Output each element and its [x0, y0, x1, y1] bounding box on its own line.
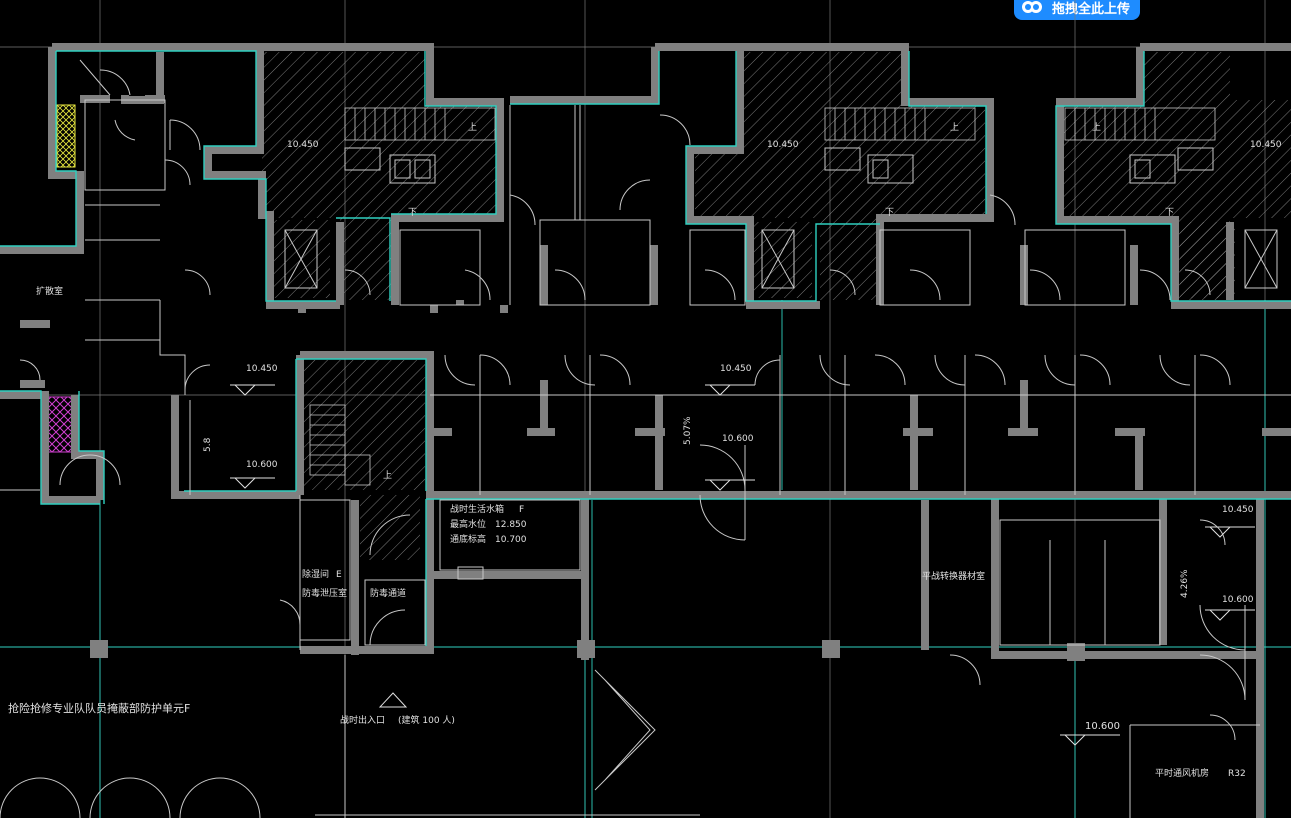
yellow-hatch-block: [56, 104, 76, 168]
room-label-dry: 除湿间: [302, 568, 329, 580]
entrance-label: 战时出入口: [340, 714, 385, 726]
cloud-upload-icon: [1020, 0, 1046, 16]
stair-up-label: 上: [468, 122, 477, 133]
room-label-r32: R32: [1228, 769, 1246, 779]
room-label-expand: 扩散室: [36, 285, 63, 297]
water-max-value: 12.850: [495, 520, 527, 530]
door-swings: [0, 59, 1246, 818]
stairs: [309, 107, 1216, 486]
room-label-pump: 平战转换器材室: [922, 570, 985, 582]
room-label-drain: 防毒泄压室: [302, 587, 347, 599]
slope-label: 5.07%: [683, 416, 693, 445]
stair-up-label: 上: [1092, 122, 1101, 133]
water-max-label: 最高水位: [450, 518, 486, 530]
stair-up-label: 上: [383, 470, 392, 481]
elevation-label: 10.600: [1085, 721, 1120, 732]
water-min-value: 10.700: [495, 535, 527, 545]
water-min-label: 通底标高: [450, 533, 486, 545]
elevation-markers: [230, 384, 1255, 746]
stair-down-label: 下: [408, 208, 417, 218]
protection-unit-label: 抢险抢修专业队队员掩蔽部防护单元F: [8, 701, 190, 715]
stair-down-label: 下: [1165, 208, 1174, 218]
wall-stubs: [20, 95, 1291, 661]
elevation-label: 10.600: [246, 460, 278, 470]
room-lines: [0, 99, 1291, 818]
axis-grid-cyan: [0, 300, 1291, 818]
room-label-water-tank: 战时生活水箱: [450, 503, 504, 515]
room-label-dry-e: E: [336, 570, 342, 580]
cyan-wall-outline: [0, 50, 1291, 646]
stair-up-label: 上: [950, 122, 959, 133]
elevation-label: 10.450: [767, 140, 799, 150]
slope-label: 5.8: [203, 437, 213, 452]
slope-label: 4.26%: [1180, 569, 1190, 598]
stair-down-label: 下: [885, 208, 894, 218]
elevation-label: 10.450: [1250, 140, 1282, 150]
room-label-fan: 平时通风机房: [1155, 767, 1209, 779]
elevation-label: 10.450: [246, 364, 278, 374]
upload-label: 拖拽全此上传: [1052, 1, 1131, 17]
elevation-label: 10.450: [287, 140, 319, 150]
room-label-toilet: 防毒通道: [370, 587, 406, 599]
magenta-hatch-block: [46, 396, 76, 453]
elevation-label: 10.600: [1222, 595, 1254, 605]
upload-button[interactable]: 拖拽全此上传: [1014, 0, 1140, 20]
elevation-label: 10.600: [722, 434, 754, 444]
elevation-label: 10.450: [1222, 505, 1254, 515]
capacity-label: (建筑 100 人): [398, 714, 455, 726]
room-label-water-tank-f: F: [519, 505, 524, 515]
elevation-label: 10.450: [720, 364, 752, 374]
elevator-boxes: [284, 147, 1278, 580]
